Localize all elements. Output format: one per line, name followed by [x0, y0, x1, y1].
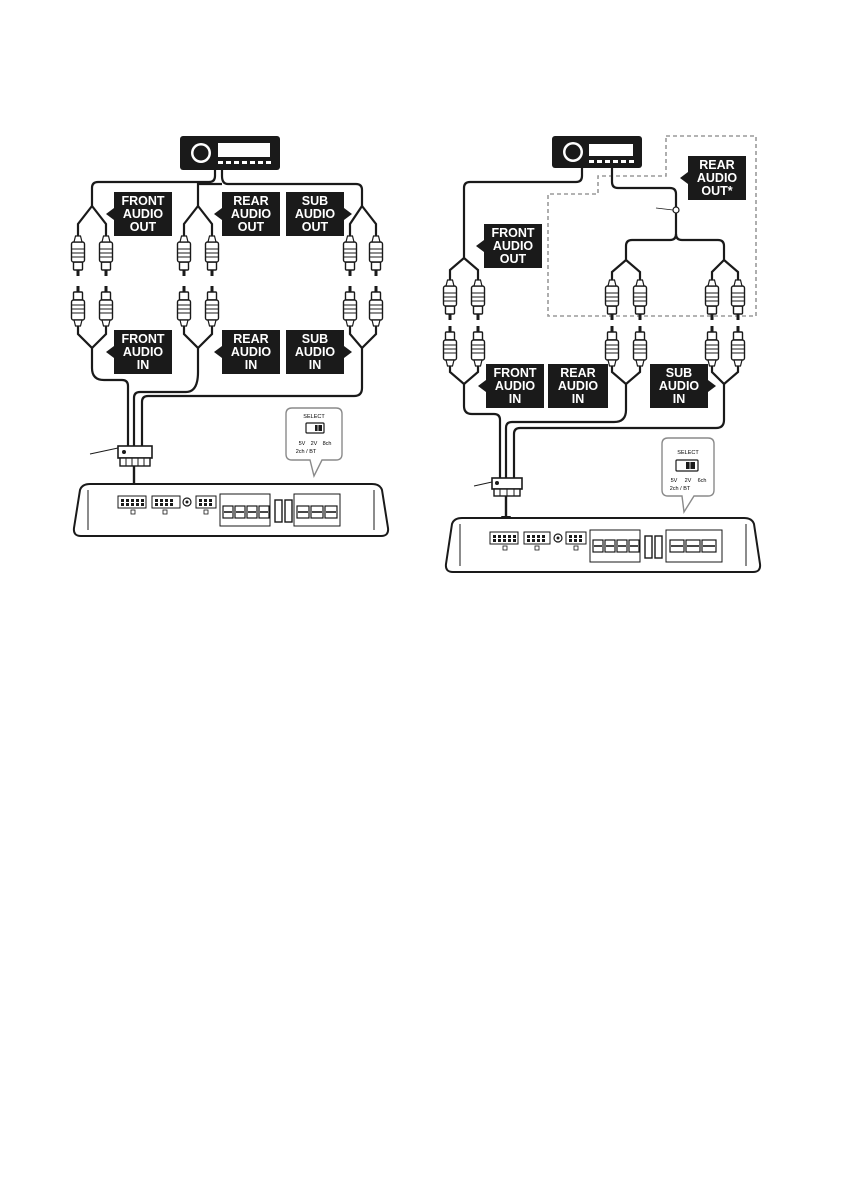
- svg-text:5V: 5V: [671, 478, 678, 484]
- svg-text:FRONT: FRONT: [491, 226, 534, 240]
- car-stereo-icon: [180, 136, 280, 170]
- svg-text:AUDIO: AUDIO: [295, 345, 336, 359]
- svg-text:2V: 2V: [685, 478, 692, 484]
- svg-text:IN: IN: [572, 392, 585, 406]
- svg-text:REAR: REAR: [233, 332, 268, 346]
- svg-text:IN: IN: [309, 358, 322, 372]
- rear-audio-out-label: REAR AUDIO OUT*: [680, 156, 746, 200]
- svg-text:IN: IN: [509, 392, 522, 406]
- svg-text:2ch / BT: 2ch / BT: [296, 449, 317, 455]
- svg-text:IN: IN: [245, 358, 258, 372]
- svg-text:FRONT: FRONT: [493, 366, 536, 380]
- svg-text:AUDIO: AUDIO: [495, 379, 536, 393]
- svg-text:OUT: OUT: [302, 220, 329, 234]
- front-audio-in-label: FRONT AUDIO IN: [478, 364, 544, 408]
- output-wires: [450, 168, 738, 478]
- right-diagram: FRONT AUDIO OUT REAR AUDIO OUT* FRONT AU…: [444, 136, 761, 572]
- svg-text:REAR: REAR: [233, 194, 268, 208]
- svg-text:AUDIO: AUDIO: [123, 345, 164, 359]
- front-audio-out-label: FRONT AUDIO OUT: [476, 224, 542, 268]
- rear-audio-out-label: REAR AUDIO OUT: [214, 192, 280, 236]
- svg-text:2V: 2V: [311, 441, 318, 447]
- svg-text:SUB: SUB: [302, 332, 328, 346]
- svg-text:6ch: 6ch: [698, 478, 707, 484]
- svg-text:SUB: SUB: [666, 366, 692, 380]
- svg-text:AUDIO: AUDIO: [231, 207, 272, 221]
- car-stereo-icon: [552, 136, 642, 168]
- svg-text:OUT: OUT: [130, 220, 157, 234]
- svg-text:SELECT: SELECT: [303, 414, 325, 420]
- svg-text:IN: IN: [137, 358, 150, 372]
- svg-text:OUT*: OUT*: [701, 184, 732, 198]
- svg-text:2ch / BT: 2ch / BT: [670, 486, 691, 492]
- svg-text:AUDIO: AUDIO: [558, 379, 599, 393]
- select-switch-callout: SELECT 5V 2V 8ch 2ch / BT: [286, 408, 342, 476]
- svg-text:OUT: OUT: [500, 252, 527, 266]
- rca-plug-icon: [444, 326, 745, 366]
- svg-text:AUDIO: AUDIO: [123, 207, 164, 221]
- svg-text:FRONT: FRONT: [121, 194, 164, 208]
- sub-audio-in-label: SUB AUDIO IN: [286, 330, 352, 374]
- front-audio-out-label: FRONT AUDIO OUT: [106, 192, 172, 236]
- sub-audio-out-label: SUB AUDIO OUT: [286, 192, 352, 236]
- svg-text:5V: 5V: [299, 441, 306, 447]
- rca-plug-icon: [72, 286, 383, 326]
- svg-text:AUDIO: AUDIO: [659, 379, 700, 393]
- svg-text:8ch: 8ch: [323, 441, 332, 447]
- rear-audio-in-label: REAR AUDIO IN: [214, 330, 280, 374]
- svg-text:REAR: REAR: [560, 366, 595, 380]
- sub-audio-in-label: SUB AUDIO IN: [650, 364, 716, 408]
- rca-plug-icon: [444, 280, 745, 320]
- amplifier-icon: [74, 484, 388, 536]
- svg-text:AUDIO: AUDIO: [493, 239, 534, 253]
- svg-text:SELECT: SELECT: [677, 450, 699, 456]
- svg-text:IN: IN: [673, 392, 686, 406]
- svg-text:AUDIO: AUDIO: [295, 207, 336, 221]
- svg-text:SUB: SUB: [302, 194, 328, 208]
- svg-text:REAR: REAR: [699, 158, 734, 172]
- left-diagram: FRONT AUDIO OUT REAR AUDIO OUT SUB AUDIO…: [72, 136, 389, 536]
- select-switch-callout: SELECT 5V 2V 6ch 2ch / BT: [662, 438, 714, 512]
- svg-text:FRONT: FRONT: [121, 332, 164, 346]
- svg-text:AUDIO: AUDIO: [697, 171, 738, 185]
- svg-text:OUT: OUT: [238, 220, 265, 234]
- amplifier-icon: [446, 518, 760, 572]
- rear-audio-in-label: REAR AUDIO IN: [548, 364, 608, 408]
- rca-plug-icon: [72, 236, 383, 276]
- svg-text:AUDIO: AUDIO: [231, 345, 272, 359]
- front-audio-in-label: FRONT AUDIO IN: [106, 330, 172, 374]
